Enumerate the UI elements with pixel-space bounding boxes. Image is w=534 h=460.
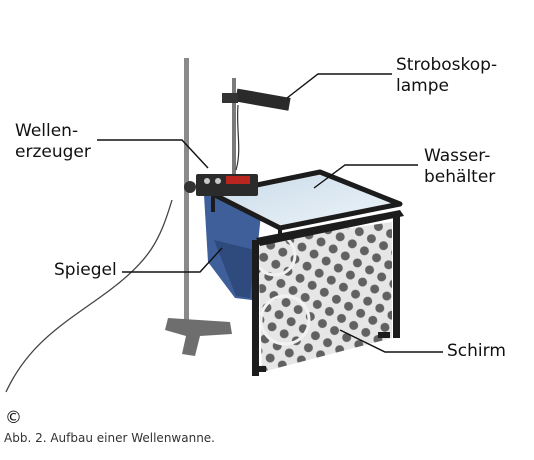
copyright-symbol: © (5, 408, 22, 428)
ripple-tank-illustration (5, 58, 443, 393)
label-mirror: Spiegel (54, 260, 117, 280)
generator-panel (226, 176, 250, 184)
frame-bottom (256, 366, 266, 372)
leader-mirror (122, 247, 223, 273)
front-leg-left (252, 240, 259, 376)
leader-water-tank (313, 164, 418, 189)
leader-wave-generator (97, 139, 209, 169)
stroboscope-lamp (235, 88, 291, 111)
label-stroboscope-lamp: Stroboskop- lampe (396, 55, 498, 96)
leader-screen (339, 329, 443, 353)
leader-stroboscope (286, 73, 392, 99)
stand-base (165, 318, 232, 356)
lamp-clamp (222, 93, 238, 103)
label-water-tank: Wasser- behälter (424, 146, 496, 187)
wave-source-2 (259, 294, 311, 346)
stand-arm (232, 78, 236, 174)
figure-caption: Abb. 2. Aufbau einer Wellenwanne. (4, 431, 215, 445)
front-leg-right (393, 212, 400, 338)
leader-lines (97, 73, 443, 353)
mirror-shade (214, 240, 255, 298)
label-screen: Schirm (447, 341, 506, 361)
power-cable (5, 199, 173, 393)
lamp-cable (235, 104, 240, 171)
tank-frame-front (256, 210, 404, 246)
tank-frame-top (210, 169, 403, 231)
label-wave-generator: Wellen- erzeuger (15, 121, 91, 162)
